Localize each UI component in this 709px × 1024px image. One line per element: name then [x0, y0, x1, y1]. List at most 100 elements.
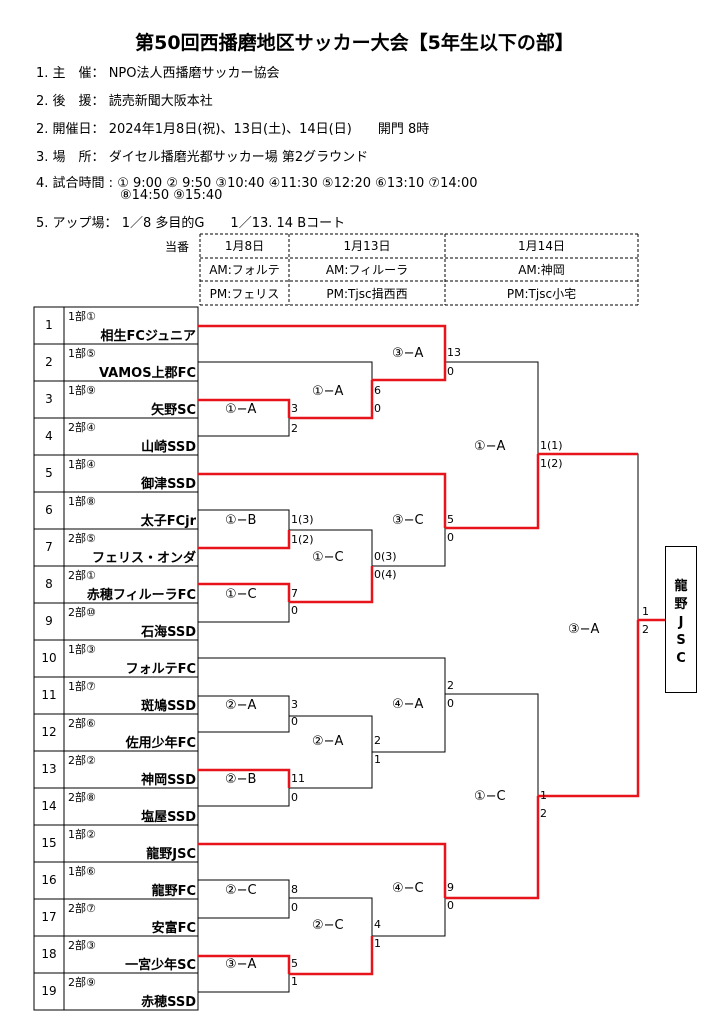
info-label: 5. アップ場：: [36, 216, 118, 231]
match-label: ①−C: [312, 550, 344, 565]
team-number: 8: [45, 577, 53, 591]
team-number: 18: [41, 947, 57, 961]
info-value: 読売新聞大阪本社: [108, 94, 213, 109]
team-name: 太子FCjr: [140, 514, 196, 529]
info-value: ダイセル播磨光都サッカー場 第2グラウンド: [108, 150, 369, 165]
score: 3: [291, 698, 298, 711]
info-label: 4. 試合時間 :: [36, 176, 114, 191]
score: 2: [374, 734, 381, 747]
schedule-am: AM:神岡: [518, 263, 565, 277]
match-label: ②−A: [312, 734, 344, 749]
team-rank: 2部⑤: [68, 532, 96, 545]
team-name: VAMOS上郡FC: [98, 366, 196, 381]
schedule-pm: PM:Tjsc小宅: [506, 287, 577, 301]
team-rank: 2部③: [68, 939, 96, 952]
team-rank: 2部①: [68, 569, 96, 582]
match-label: ②−C: [225, 883, 257, 898]
team-name: 山崎SSD: [141, 440, 196, 455]
score: 1(2): [291, 533, 314, 546]
team-rank: 1部⑤: [68, 347, 96, 360]
team-name: フェリス・オンダ: [91, 551, 196, 566]
info-value: 1／8 多目的G 1／13. 14 Bコート: [121, 216, 346, 231]
score: 1: [291, 975, 298, 988]
match-label: ①−A: [312, 384, 344, 399]
score: 0: [374, 402, 381, 415]
match-label: ①−B: [225, 513, 257, 528]
team-rank: 1部⑦: [68, 680, 96, 693]
info-label: 2. 後 援：: [36, 94, 105, 109]
match-label: ①−A: [474, 439, 506, 454]
score: 1: [374, 937, 381, 950]
score: 0: [291, 715, 298, 728]
match-label: ③−C: [392, 513, 424, 528]
team-number: 7: [45, 540, 53, 554]
team-number: 9: [45, 614, 53, 628]
schedule-date: 1月8日: [224, 239, 265, 253]
info-label: 2. 開催日：: [36, 122, 105, 137]
score: 4: [374, 918, 381, 931]
team-name: 赤穂フィルーラFC: [86, 588, 196, 603]
match-label: ②−A: [225, 698, 257, 713]
score: 13: [447, 346, 461, 359]
info-value: 2024年1月8日(祝)、13日(土)、14日(日) 開門 8時: [108, 122, 430, 137]
champion-char: J: [678, 615, 684, 630]
team-number: 6: [45, 503, 53, 517]
team-name: 一宮少年SC: [125, 958, 196, 973]
team-number: 16: [41, 873, 57, 887]
team-name: 佐用少年FC: [125, 736, 196, 751]
score: 0: [291, 901, 298, 914]
team-rank: 2部⑦: [68, 902, 96, 915]
match-label: ①−A: [225, 402, 257, 417]
schedule-date: 1月13日: [343, 239, 391, 253]
team-rank: 2部⑥: [68, 717, 96, 730]
score: 5: [447, 513, 454, 526]
champion-char: 龍: [674, 579, 688, 594]
team-number: 2: [45, 355, 53, 369]
score: 9: [447, 881, 454, 894]
schedule-pm: PM:フェリス: [209, 287, 280, 301]
team-name: 神岡SSD: [141, 773, 196, 788]
info-value: NPO法人西播磨サッカー協会: [108, 66, 280, 81]
info-venue: 3. 場 所： ダイセル播磨光都サッカー場 第2グラウンド: [36, 146, 368, 165]
team-number: 10: [41, 651, 57, 665]
score: 6: [374, 384, 381, 397]
match-label: ④−C: [392, 881, 424, 896]
info-sponsor: 2. 後 援： 読売新聞大阪本社: [36, 90, 213, 109]
info-match-times: 4. 試合時間 : ① 9:00 ② 9:50 ③10:40 ④11:30 ⑤1…: [36, 172, 478, 191]
team-number: 15: [41, 836, 57, 850]
champion-name: 龍 野 J S C: [665, 578, 697, 668]
score: 8: [291, 883, 298, 896]
score: 0: [447, 531, 454, 544]
score: 1(1): [540, 439, 563, 452]
team-name: 龍野JSC: [146, 847, 196, 862]
match-label: ④−A: [392, 697, 424, 712]
team-number: 3: [45, 392, 53, 406]
team-number: 19: [41, 984, 57, 998]
match-label: ①−C: [225, 587, 257, 602]
team-name: 斑鳩SSD: [141, 699, 196, 714]
team-rank: 2部②: [68, 754, 96, 767]
team-name: 赤穂SSD: [141, 995, 196, 1010]
info-value: ⑧14:50 ⑨15:40: [120, 188, 223, 203]
team-rank: 2部⑩: [68, 606, 96, 619]
info-organizer: 1. 主 催： NPO法人西播磨サッカー協会: [36, 62, 279, 81]
score: 1(3): [291, 513, 314, 526]
score: 3: [291, 402, 298, 415]
team-name: フォルテFC: [125, 662, 196, 677]
score: 2: [291, 422, 298, 435]
info-match-times-cont: ⑧14:50 ⑨15:40: [120, 188, 222, 203]
team-number: 1: [45, 318, 53, 332]
team-number: 17: [41, 910, 57, 924]
info-warmup: 5. アップ場： 1／8 多目的G 1／13. 14 Bコート: [36, 212, 345, 231]
match-label: ③−A: [225, 957, 257, 972]
team-rank: 1部②: [68, 828, 96, 841]
team-rank: 2部④: [68, 421, 96, 434]
team-name: 龍野FC: [151, 884, 196, 899]
score: 2: [447, 679, 454, 692]
team-number: 4: [45, 429, 53, 443]
score: 1: [374, 753, 381, 766]
team-rank: 1部⑧: [68, 495, 96, 508]
team-rank: 2部⑨: [68, 976, 96, 989]
score: 2: [540, 807, 547, 820]
